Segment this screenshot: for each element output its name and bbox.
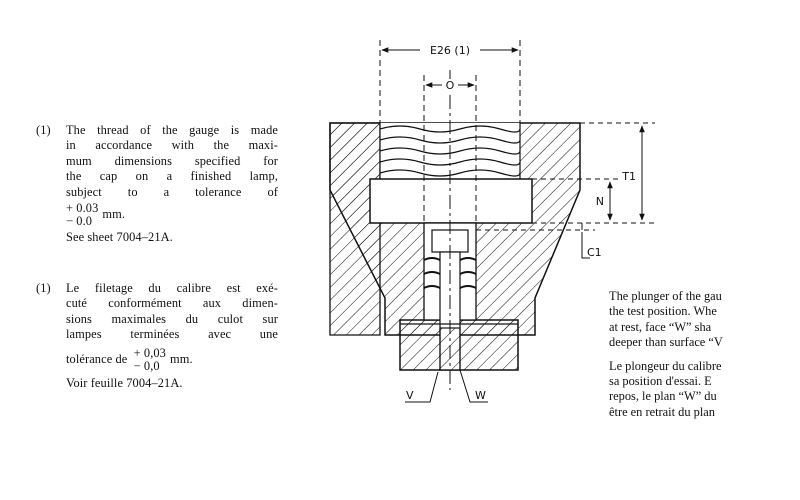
label-v: V (406, 389, 414, 402)
note-line: sions maximales du culot sur (66, 311, 278, 326)
note-line: lampes terminées avec une (66, 327, 278, 342)
v-leader (405, 371, 439, 403)
label-n: N (596, 195, 604, 208)
tolerance-line: + 0.03 − 0.0 mm. (66, 202, 278, 228)
plunger-note-line: sa position d'essai. E (609, 374, 712, 389)
w-leader (459, 369, 488, 403)
tolerance-line: tolérance de + 0,03 − 0,0 mm. (66, 345, 278, 373)
tolerance-unit: mm. (169, 351, 193, 366)
label-o: O (446, 79, 455, 92)
plunger-note-line: deeper than surface “V (609, 335, 723, 350)
dimension-lines (379, 40, 655, 403)
cap-recess (369, 178, 533, 224)
tolerance-minus: − 0.0 (66, 214, 93, 229)
note-line: the cap on a finished lamp, (66, 169, 278, 184)
note-line: in accordance with the maxi- (66, 138, 278, 153)
label-t1: T1 (621, 170, 636, 183)
tolerance-unit: mm. (102, 206, 126, 221)
gauge-diagram: E26 (1) O T1 N C1 V W (329, 40, 655, 403)
note-line: The thread of the gauge is made (66, 123, 278, 137)
tolerance-plus: + 0.03 (66, 201, 99, 216)
tolerance-stack: + 0.03 − 0.0 (66, 202, 98, 228)
tolerance-prefix: tolérance de (66, 351, 128, 366)
plunger-note-line: The plunger of the gau (609, 289, 722, 303)
plunger-note-line: être en retrait du plan (609, 404, 715, 419)
note-line: subject to a tolerance of (66, 184, 278, 199)
thread-lines (379, 125, 521, 177)
note-line: cuté conformément aux dimen- (66, 296, 278, 311)
note-line: mum dimensions specified for (66, 153, 278, 168)
label-e26: E26 (1) (430, 44, 470, 57)
note-number: (1) (36, 281, 51, 295)
see-sheet: Voir feuille 7004–21A. (66, 375, 183, 390)
plunger-note-line: repos, le plan “W” du (609, 389, 717, 404)
dimension-labels: E26 (1) O T1 N C1 V W (406, 43, 636, 402)
plunger-note: The plunger of the gau the test position… (609, 289, 800, 449)
note-number: (1) (36, 123, 51, 137)
note-body: The thread of the gauge is made in accor… (66, 123, 278, 245)
spring-coils (423, 257, 477, 289)
note-body: Le filetage du calibre est exé- cuté con… (66, 281, 278, 391)
tolerance-stack: + 0,03 − 0,0 (133, 345, 166, 373)
tolerance-plus: + 0,03 (133, 345, 166, 360)
see-sheet: See sheet 7004–21A. (66, 230, 173, 245)
plunger-note-line: the test position. Whe (609, 304, 717, 319)
tolerance-minus: − 0,0 (133, 358, 160, 373)
label-c1: C1 (587, 246, 602, 259)
plunger-note-line: Le plongeur du calibre (609, 358, 722, 373)
label-w: W (475, 389, 486, 402)
plunger-note-line: at rest, face “W” sha (609, 319, 712, 334)
note-line: Le filetage du calibre est exé- (66, 281, 278, 295)
c1-leader (581, 232, 590, 259)
